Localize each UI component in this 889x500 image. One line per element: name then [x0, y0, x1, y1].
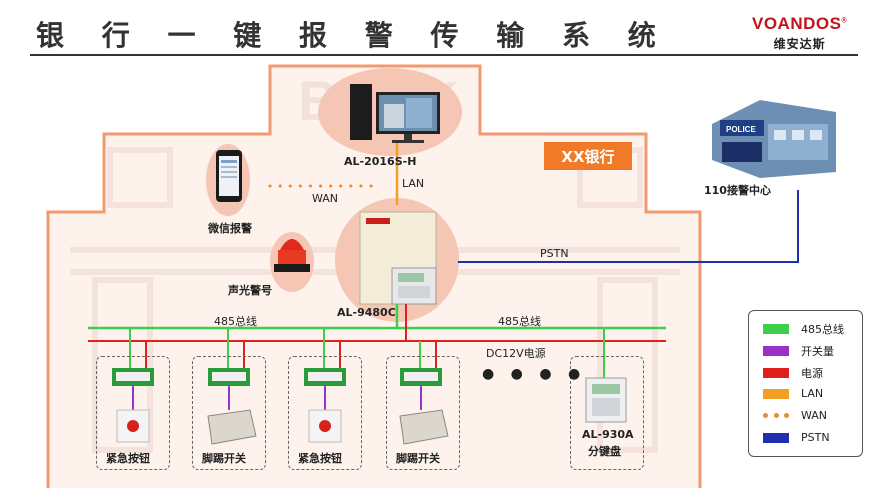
host-label: AL-2016S-H — [344, 155, 417, 168]
bank-name-badge: XX银行 — [544, 142, 632, 170]
device-group-3 — [304, 368, 346, 443]
wan-label: WAN — [312, 192, 339, 205]
pstn-label: PSTN — [540, 247, 569, 260]
device-label-1: 紧急按钮 — [106, 452, 150, 465]
siren-icon — [274, 239, 310, 272]
device-label-3: 紧急按钮 — [298, 452, 342, 465]
pstn-link — [458, 190, 799, 263]
device-group-2 — [207, 368, 257, 445]
device-label-4: 脚踢开关 — [396, 452, 440, 465]
bus-label-right: 485总线 — [498, 315, 541, 328]
keypad-model-label: AL-930A — [582, 428, 634, 441]
legend-item-power: 电源 — [763, 365, 823, 381]
siren-label: 声光警号 — [228, 284, 272, 297]
device-box-keypad — [570, 356, 644, 470]
brand-logo: VOANDOS® 维安达斯 — [752, 14, 847, 52]
panel-label: AL-9480C — [337, 306, 396, 319]
legend-item-lan: LAN — [763, 387, 823, 400]
legend: 485总线 开关量 电源 LAN WAN PSTN — [748, 310, 863, 457]
bus-label-left: 485总线 — [214, 315, 257, 328]
host-computer-icon — [350, 84, 440, 143]
smartphone-icon — [216, 150, 242, 202]
module-drops — [129, 328, 605, 378]
title-divider — [30, 54, 858, 56]
police-station-icon: POLICE — [712, 100, 836, 178]
lan-label: LAN — [402, 177, 425, 190]
keypad-name-label: 分键盘 — [588, 445, 621, 458]
more-devices-ellipsis: ● ● ● ● — [482, 366, 587, 382]
wechat-label: 微信报警 — [208, 222, 252, 235]
page-title: 银 行 一 键 报 警 传 输 系 统 — [36, 19, 670, 52]
legend-item-switch: 开关量 — [763, 343, 834, 359]
keypad-icon — [585, 377, 627, 423]
legend-item-wan: WAN — [763, 409, 827, 422]
logo-chinese-name: 维安达斯 — [773, 37, 826, 51]
device-box-4 — [386, 356, 460, 470]
police-label: 110接警中心 — [704, 184, 771, 197]
device-group-4 — [399, 368, 449, 445]
legend-item-pstn: PSTN — [763, 431, 830, 444]
logo-wordmark: VOANDOS® — [752, 14, 848, 33]
police-sign: POLICE — [726, 125, 756, 134]
device-group-1 — [112, 368, 154, 443]
legend-item-485: 485总线 — [763, 321, 844, 337]
device-box-3 — [288, 356, 362, 470]
device-box-1 — [96, 356, 170, 470]
alarm-panel-icon — [359, 211, 437, 305]
device-box-2 — [192, 356, 266, 470]
power-label: DC12V电源 — [486, 347, 546, 360]
device-label-2: 脚踢开关 — [202, 452, 246, 465]
